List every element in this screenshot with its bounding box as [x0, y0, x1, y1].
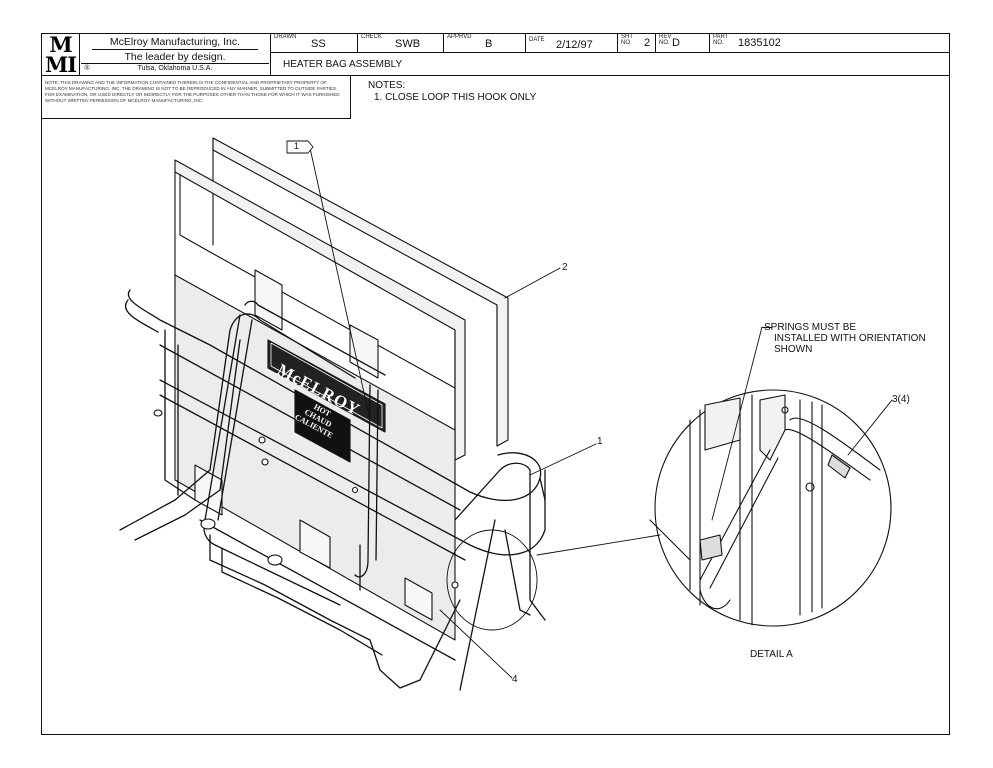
company-tagline: The leader by design. — [124, 51, 226, 63]
revision-value: D — [672, 37, 680, 49]
detail-a-view — [649, 389, 892, 627]
date-cell: DATE 2/12/97 — [526, 33, 618, 53]
detail-reference-circle — [446, 529, 538, 631]
company-underline — [92, 49, 258, 50]
registered-mark: ® — [84, 65, 90, 72]
leader-lines — [309, 147, 893, 679]
company-location: Tulsa, Oklahoma U.S.A. — [137, 65, 213, 72]
callout-3: 3(4) — [892, 394, 910, 405]
drawing-title-cell: HEATER BAG ASSEMBLY — [271, 53, 950, 76]
notes-heading: NOTES: — [368, 80, 406, 91]
frame-pegs — [153, 409, 459, 589]
tagline-underline — [81, 63, 269, 64]
apprvd-label: APPRVD — [447, 34, 472, 40]
part-number-label: PART No. — [713, 34, 729, 46]
sheet-number-label: SHT No. — [621, 34, 633, 46]
drawn-cell: DRAWN SS — [271, 33, 358, 53]
callout-4: 4 — [512, 674, 518, 685]
mcelroy-logo: MM MI — [43, 34, 78, 76]
sheet-number-cell: SHT No. 2 — [618, 33, 656, 53]
check-value: SWB — [395, 38, 421, 50]
part-number-cell: PART No. 1835102 — [710, 33, 950, 53]
confidential-note-box — [41, 76, 351, 119]
drawn-value: SS — [311, 38, 326, 50]
general-notes: NOTES: 1. CLOSE LOOP THIS HOOK ONLY — [368, 80, 536, 104]
part-number-value: 1835102 — [738, 37, 781, 49]
detail-link-line — [536, 534, 661, 556]
callout-2: 2 — [562, 262, 568, 273]
note-item-1: 1. CLOSE LOOP THIS HOOK ONLY — [374, 92, 537, 103]
check-cell: CHECK SWB — [358, 33, 444, 53]
callout-1: 1 — [597, 436, 603, 447]
logo-cell — [41, 33, 80, 76]
drawn-label: DRAWN — [274, 34, 297, 40]
detail-a-label: DETAIL A — [750, 649, 793, 660]
company-name: McElroy Manufacturing, Inc. — [109, 36, 241, 48]
confidential-note: NOTE: THIS DRAWING AND THE INFORMATION C… — [45, 80, 340, 103]
logo-bottom-letters: MI — [44, 52, 77, 77]
springs-note-tick — [762, 327, 772, 328]
logo-top-letters: MM — [49, 32, 72, 57]
back-heater-plate — [212, 137, 509, 447]
drawing-sheet-border — [41, 33, 950, 735]
wire-stand-frame — [119, 289, 546, 691]
revision-label: REV No. — [659, 34, 672, 46]
callout-1-flag-label: 1 — [294, 141, 300, 151]
springs-note: SPRINGS MUST BE INSTALLED WITH ORIENTATI… — [764, 322, 926, 355]
sheet-number-value: 2 — [644, 37, 651, 49]
heater-face — [174, 251, 456, 641]
company-cell — [80, 33, 271, 76]
date-value: 2/12/97 — [556, 39, 593, 51]
apprvd-cell: APPRVD B — [444, 33, 526, 53]
drawing-title: HEATER BAG ASSEMBLY — [283, 59, 403, 70]
hot-warning-plate — [294, 389, 351, 463]
date-label: DATE — [529, 37, 545, 43]
mcelroy-label-plate — [267, 339, 386, 433]
apprvd-value: B — [485, 38, 493, 50]
check-label: CHECK — [361, 34, 383, 40]
title-block: DRAWN SS CHECK SWB APPRVD B DATE 2/12/97… — [41, 33, 950, 76]
revision-cell: REV No. D — [656, 33, 710, 53]
callout-flag-1 — [286, 140, 314, 154]
